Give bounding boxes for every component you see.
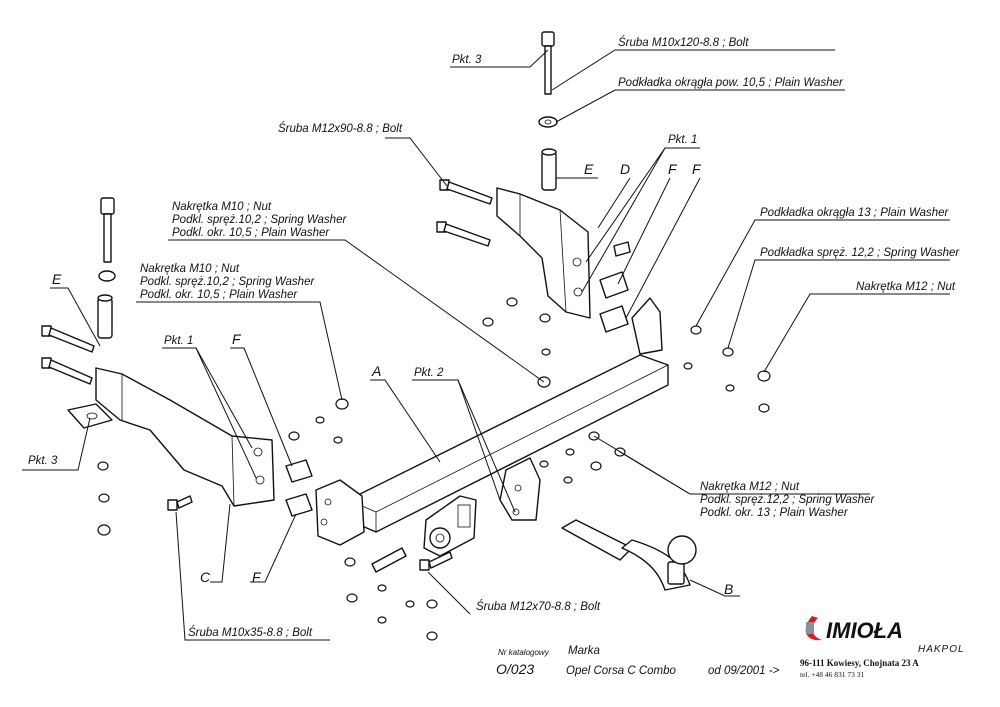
crossbar-a-drawing <box>315 297 669 546</box>
label-bolt-m12x70: Śruba M12x70-8.8 ; Bolt <box>476 600 601 613</box>
label-f-left: F <box>232 331 242 347</box>
label-nut-m10-a: Nakrętka M10 ; Nut <box>172 201 272 213</box>
model-date: od 09/2001 -> <box>708 665 780 677</box>
label-nut-m12-b: Nakrętka M12 ; Nut <box>700 481 800 493</box>
label-pkt2: Pkt. 2 <box>414 367 444 379</box>
label-d: D <box>620 161 630 177</box>
label-bolt-m10x35: Śruba M10x35-8.8 ; Bolt <box>188 626 313 639</box>
label-pkt3-top: Pkt. 3 <box>452 54 482 66</box>
title-block: Nr katalogowy Marka O/023 Opel Corsa C C… <box>496 645 780 677</box>
label-b: B <box>724 581 733 597</box>
socket-plate-drawing <box>423 495 477 557</box>
washer-top-drawing <box>538 116 558 128</box>
label-pkt1-left: Pkt. 1 <box>164 335 193 347</box>
spacers-f-right-drawing <box>599 241 631 333</box>
label-nut-m10-b: Nakrętka M10 ; Nut <box>140 263 240 275</box>
fasteners-left-lower-drawing <box>97 461 111 536</box>
label-e-right: E <box>584 161 594 177</box>
label-bolt-m10x120: Śruba M10x120-8.8 ; Bolt <box>618 36 749 49</box>
label-a: A <box>371 363 381 379</box>
bolt-m10x35-drawing <box>167 495 193 511</box>
label-spring-122: Podkładka spręż. 12,2 ; Spring Washer <box>760 247 960 259</box>
label-e-left: E <box>52 271 62 287</box>
labels: Pkt. 3 Śruba M10x120-8.8 ; Bolt Podkładk… <box>28 36 960 639</box>
bracket-left-drawing <box>67 367 275 507</box>
company-phone: tel. +48 46 831 73 31 <box>800 670 864 679</box>
bracket-right-drawing <box>496 187 591 319</box>
label-pkt1-right: Pkt. 1 <box>668 134 697 146</box>
spacer-e-right-drawing <box>541 148 557 191</box>
label-spring-102-b: Podkl. spręż.10,2 ; Spring Washer <box>140 276 315 288</box>
label-plain-105-b: Podkl. okr. 10,5 ; Plain Washer <box>140 289 298 301</box>
fasteners-middle-drawing <box>315 398 453 641</box>
label-plain-13-b: Podkl. okr. 13 ; Plain Washer <box>700 507 849 519</box>
logo-text: IMIOŁA <box>826 618 903 643</box>
label-f-right-2: F <box>692 161 702 177</box>
catalog-caption: Nr katalogowy <box>498 648 550 657</box>
catalog-number: O/023 <box>496 661 534 677</box>
label-plain-105-a: Podkl. okr. 10,5 ; Plain Washer <box>172 227 330 239</box>
brand-caption: Marka <box>568 645 600 657</box>
label-spring-122-b: Podkl. spręż.12,2 ; Spring Washer <box>700 494 875 506</box>
bolts-m12x90-drawing <box>436 179 493 247</box>
logo-subtext: HAKPOL <box>918 644 965 655</box>
label-nut-m12-top: Nakrętka M12 ; Nut <box>856 281 956 293</box>
label-spring-102-a: Podkl. spręż.10,2 ; Spring Washer <box>172 214 347 226</box>
label-washer-top: Podkładka okrągła pow. 10,5 ; Plain Wash… <box>618 77 844 89</box>
fasteners-right-bracket-drawing <box>482 297 551 388</box>
tow-ball-b-drawing <box>561 519 697 591</box>
label-washer-13: Podkładka okrągła 13 ; Plain Washer <box>760 207 950 219</box>
bolt-m10x120-drawing <box>541 31 555 95</box>
spacers-f-left-drawing <box>285 431 313 517</box>
model-name: Opel Corsa C Combo <box>566 665 677 677</box>
company-address: 96-111 Kowiesy, Chojnata 23 A <box>800 658 919 668</box>
label-pkt3-left: Pkt. 3 <box>28 455 58 467</box>
label-c: C <box>200 569 211 585</box>
bolt-left-long-drawing <box>97 197 116 339</box>
label-f-right-1: F <box>668 161 678 177</box>
label-f-bottom: F <box>252 569 262 585</box>
bolts-left-pair-drawing <box>41 325 95 385</box>
label-bolt-m12x90: Śruba M12x90-8.8 ; Bolt <box>278 122 403 135</box>
leader-lines <box>22 49 950 641</box>
company-logo: IMIOŁA HAKPOL 96-111 Kowiesy, Chojnata 2… <box>800 616 965 679</box>
